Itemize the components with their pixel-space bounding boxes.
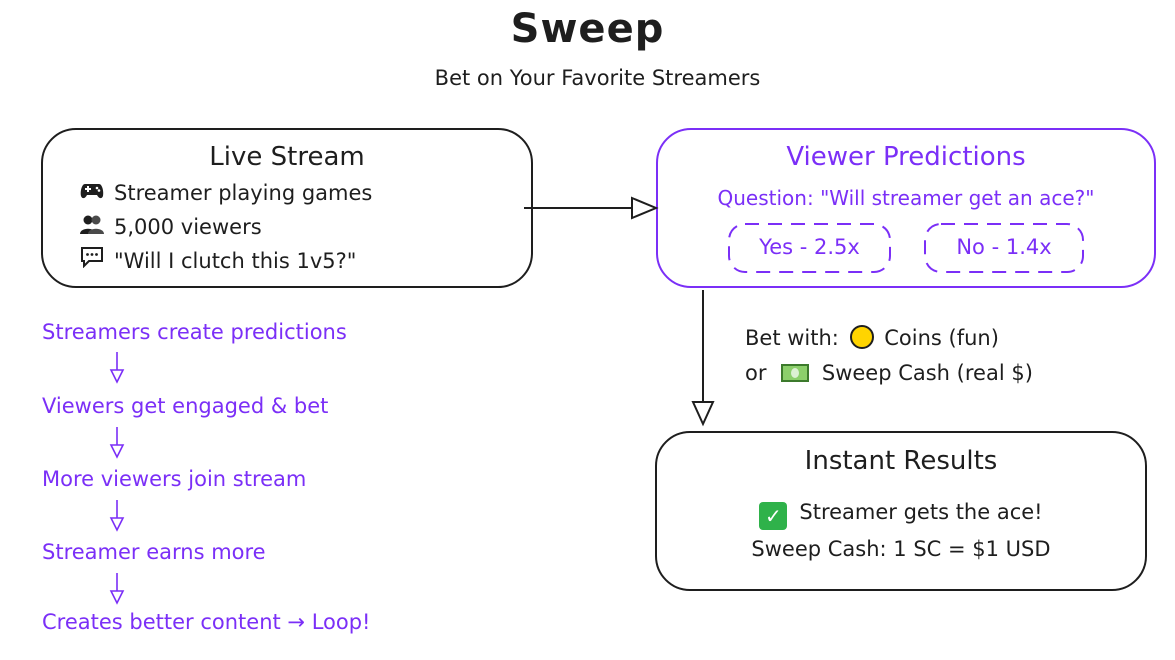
viewer-predictions-title: Viewer Predictions (786, 142, 1026, 172)
bet-or-row: or Sweep Cash (real $) (745, 361, 1033, 385)
flow-arrowhead-2 (109, 444, 125, 459)
live-stream-item-text: Streamer playing games (114, 181, 373, 205)
flow-arrowhead-1 (109, 369, 125, 384)
bet-with-row: Bet with: Coins (fun) (745, 325, 999, 350)
option-yes-box (728, 223, 891, 273)
page-subtitle: Bet on Your Favorite Streamers (434, 66, 761, 90)
gamepad-icon (80, 181, 104, 205)
flywheel-step-2: Viewers get engaged & bet (42, 394, 329, 418)
users-icon (80, 214, 104, 239)
instant-results-title: Instant Results (804, 446, 998, 476)
check-icon: ✓ (759, 502, 788, 530)
live-stream-item: "Will I clutch this 1v5?" (80, 246, 356, 273)
flywheel-step-1: Streamers create predictions (42, 320, 347, 344)
or-label: or (745, 361, 767, 385)
option-no-box (924, 223, 1084, 273)
cash-icon (781, 364, 810, 382)
flow-arrowhead-3 (109, 517, 125, 532)
coin-icon (849, 325, 874, 349)
coins-label: Coins (fun) (884, 326, 999, 350)
live-stream-item-text: 5,000 viewers (114, 215, 262, 239)
result-outcome: Streamer gets the ace! (799, 500, 1043, 524)
result-outcome-row: ✓ Streamer gets the ace! (656, 500, 1146, 530)
option-no[interactable]: No - 1.4x (956, 235, 1052, 259)
chat-icon (80, 246, 104, 273)
live-stream-item-text: "Will I clutch this 1v5?" (114, 249, 357, 273)
arrowhead-stream-to-predictions (631, 196, 659, 220)
sweep-cash-label: Sweep Cash (real $) (821, 361, 1033, 385)
result-conversion: Sweep Cash: 1 SC = $1 USD (751, 537, 1051, 561)
prediction-question: Question: "Will streamer get an ace?" (717, 186, 1095, 210)
page-title: Sweep (510, 6, 665, 52)
flywheel-step-5: Creates better content → Loop! (42, 610, 371, 634)
bet-with-label: Bet with: (745, 326, 839, 350)
flow-arrowhead-4 (109, 590, 125, 605)
arrowhead-predictions-to-results (691, 401, 715, 427)
flywheel-step-3: More viewers join stream (42, 467, 307, 491)
live-stream-title: Live Stream (209, 142, 365, 172)
instant-results-box (655, 431, 1147, 591)
flywheel-step-4: Streamer earns more (42, 540, 266, 564)
live-stream-item: Streamer playing games (80, 181, 372, 205)
live-stream-item: 5,000 viewers (80, 214, 262, 239)
option-yes[interactable]: Yes - 2.5x (759, 235, 860, 259)
